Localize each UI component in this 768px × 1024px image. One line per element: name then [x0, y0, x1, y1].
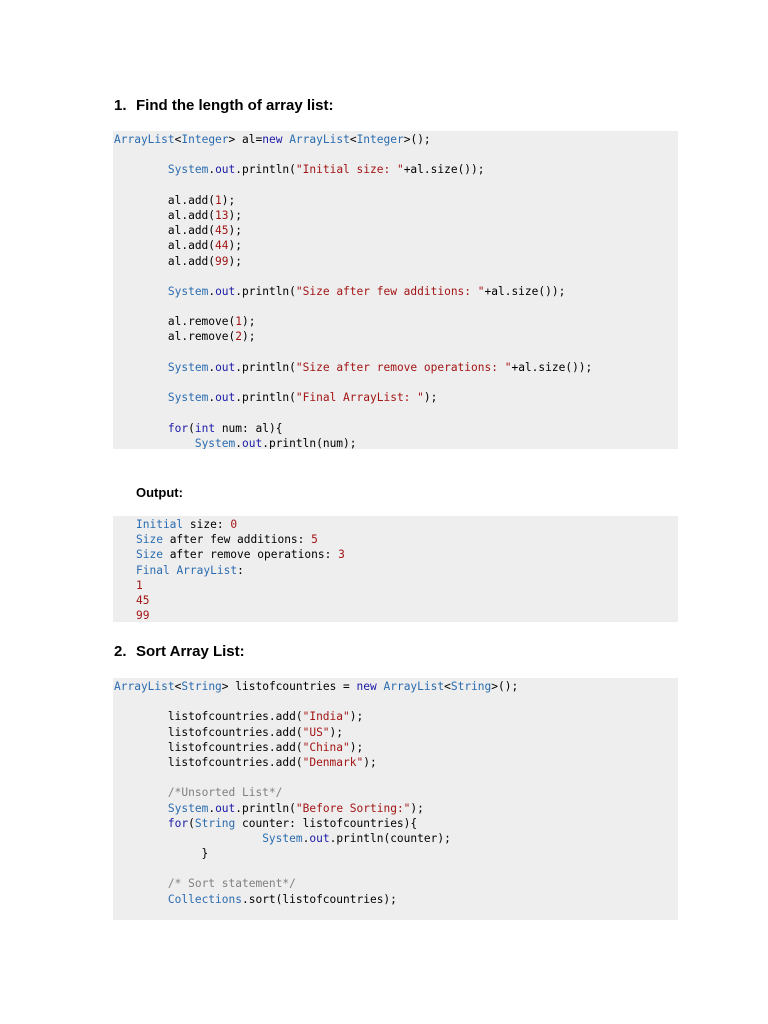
code-line: 45	[136, 593, 150, 607]
code-line: }	[114, 847, 209, 861]
code-line: listofcountries.add("China");	[114, 740, 364, 754]
section-1-code-block: ArrayList<Integer> al=new ArrayList<Inte…	[113, 131, 678, 449]
code-line: System.out.println(counter);	[262, 831, 451, 845]
code-line	[114, 147, 678, 162]
section-1-heading: 1. Find the length of array list:	[114, 96, 334, 116]
section-2-code-block: ArrayList<String> listofcountries = new …	[113, 678, 678, 920]
code-line	[114, 375, 678, 390]
code-line: for(String counter: listofcountries){	[167, 816, 418, 830]
code-line: for(int num: al){	[167, 421, 283, 435]
code-line	[114, 405, 678, 420]
code-line: /*Unsorted List*/	[167, 786, 283, 800]
output-code-block: Initial size: 0 Size after few additions:…	[113, 516, 678, 622]
code-line: al.add(13);	[114, 208, 243, 222]
code-line: ArrayList<String> listofcountries = new …	[114, 680, 519, 693]
section-2-heading: 2. Sort Array List:	[114, 642, 245, 662]
output-label: Output:	[136, 485, 183, 500]
section-1-code: ArrayList<Integer> al=new ArrayList<Inte…	[114, 132, 678, 449]
code-line: Initial size: 0	[136, 518, 238, 531]
code-line: System.out.println("Size after remove op…	[167, 360, 593, 374]
code-line: System.out.println("Size after few addit…	[167, 284, 566, 298]
code-line	[114, 345, 678, 360]
code-line	[114, 178, 678, 193]
code-line: ArrayList<Integer> al=new ArrayList<Inte…	[114, 133, 431, 146]
code-line: System.out.println("Before Sorting:");	[167, 801, 424, 815]
section-2-title: Sort Array List:	[136, 643, 245, 660]
output-code: Initial size: 0 Size after few additions:…	[136, 517, 678, 622]
code-line: al.add(99);	[114, 254, 243, 268]
code-line: 99	[136, 609, 150, 622]
code-line	[114, 299, 678, 314]
code-line	[114, 861, 678, 876]
code-line: al.add(45);	[114, 224, 243, 238]
code-line	[114, 770, 678, 785]
code-line: Size after remove operations: 3	[136, 548, 345, 562]
code-line: 1	[136, 578, 143, 592]
code-line: System.out.println("Initial size: "+al.s…	[167, 163, 485, 177]
code-line: al.add(44);	[114, 239, 243, 253]
code-line: System.out.println("Final ArrayList: ");	[167, 391, 438, 405]
code-line: Collections.sort(listofcountries);	[167, 892, 397, 906]
section-2-number: 2.	[114, 643, 127, 660]
code-line: al.add(1);	[114, 193, 236, 207]
code-line: listofcountries.add("US");	[114, 725, 344, 739]
code-line: /* Sort statement*/	[167, 877, 296, 891]
code-line	[114, 694, 678, 709]
code-line: listofcountries.add("India");	[114, 710, 364, 724]
code-line: listofcountries.add("Denmark");	[114, 755, 377, 769]
code-line: Final ArrayList:	[136, 563, 244, 577]
code-line: al.remove(2);	[114, 330, 256, 344]
section-1-title: Find the length of array list:	[136, 97, 334, 114]
section-2-code: ArrayList<String> listofcountries = new …	[114, 679, 678, 907]
section-1-number: 1.	[114, 97, 127, 114]
code-line: Size after few additions: 5	[136, 533, 318, 547]
code-line: al.remove(1);	[114, 315, 256, 329]
code-line: System.out.println(num);	[194, 436, 357, 449]
code-line	[114, 269, 678, 284]
